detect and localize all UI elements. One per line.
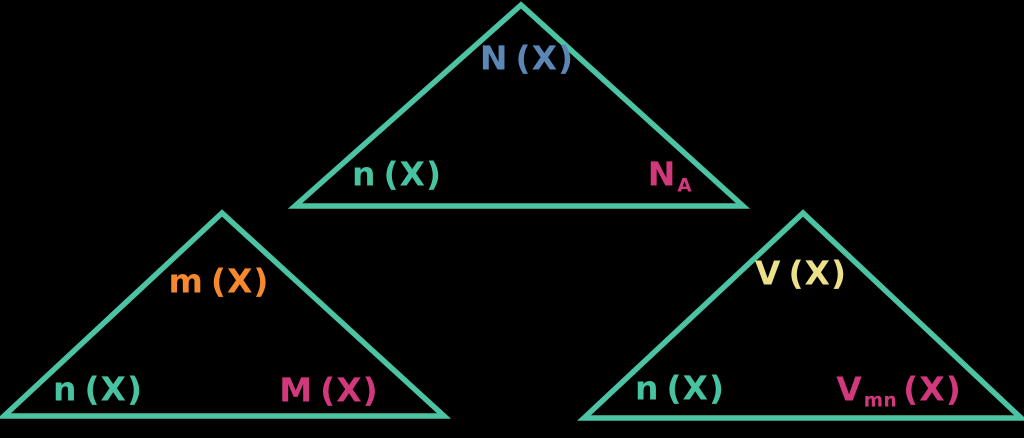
label-n-of-X-bottom-right-triangle: n(X) xyxy=(635,372,725,411)
label-N-of-X: N(X) xyxy=(480,42,574,81)
symbol-text: m xyxy=(168,261,204,301)
subscript-text: A xyxy=(677,175,693,197)
symbol-text: V xyxy=(836,369,863,409)
label-V-of-X: V(X) xyxy=(755,257,847,296)
triangle-bottom-right-outline xyxy=(577,209,1024,421)
triangle-top-outline xyxy=(287,1,751,209)
label-n-of-X-top-triangle: n(X) xyxy=(352,158,442,197)
label-N-A: NA xyxy=(648,158,698,197)
label-n-of-X-bottom-left-triangle: n(X) xyxy=(53,373,143,412)
symbol-text: n xyxy=(52,369,78,409)
symbol-text: M xyxy=(279,370,314,410)
argument-text: (X) xyxy=(788,253,848,293)
argument-text: (X) xyxy=(383,154,443,194)
symbol-text: n xyxy=(351,154,377,194)
argument-text: (X) xyxy=(84,369,144,409)
argument-text: (X) xyxy=(903,369,962,409)
label-M-of-X: M(X) xyxy=(279,374,378,413)
argument-text: (X) xyxy=(515,38,575,78)
argument-text: (X) xyxy=(210,261,270,301)
symbol-text: N xyxy=(479,38,509,78)
subscript-text: mn xyxy=(863,390,898,412)
symbol-text: n xyxy=(634,368,660,408)
symbol-text: N xyxy=(647,154,677,194)
argument-text: (X) xyxy=(666,368,726,408)
argument-text: (X) xyxy=(320,370,379,410)
triangle-bottom-left-outline xyxy=(0,209,452,419)
label-V-mn-of-X: Vmn(X) xyxy=(836,373,962,412)
label-m-of-X: m(X) xyxy=(169,265,270,304)
symbol-text: V xyxy=(754,253,782,293)
